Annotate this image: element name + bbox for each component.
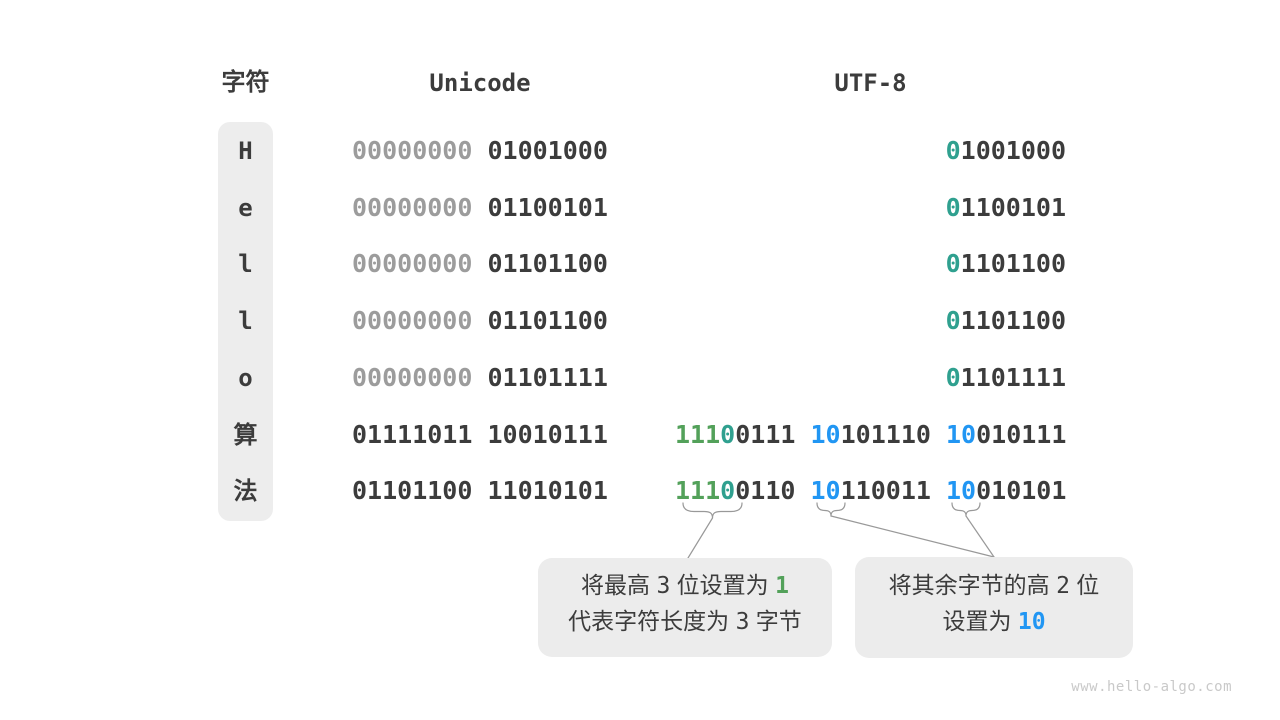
text-segment: 101110: [840, 419, 931, 449]
text-segment: 01101100 11010101: [352, 476, 608, 506]
text-segment: 01111011 10010111: [352, 419, 608, 449]
text-segment: 00000000: [352, 249, 473, 279]
text-segment: 0: [720, 419, 736, 449]
text-segment: 110011: [840, 476, 931, 506]
unicode-cell: 00000000 01101111: [352, 362, 608, 392]
text-segment: 111: [675, 419, 721, 449]
text-segment: 10: [810, 476, 841, 506]
text-segment: 位设置为: [670, 572, 776, 598]
text-segment: 位: [1069, 572, 1100, 598]
utf8-cell: 01100101: [675, 192, 1066, 222]
text-segment: 设置为: [942, 608, 1018, 634]
text-segment: 0: [945, 136, 961, 165]
text-segment: 0: [945, 362, 961, 392]
utf8-cell: 01001000: [675, 137, 1066, 165]
text-segment: 代表字符长度为: [568, 608, 736, 634]
text-segment: 0111: [735, 419, 796, 449]
utf8-cell: 01101100: [675, 307, 1066, 335]
char-cell: H: [238, 137, 253, 165]
char-cell: 法: [233, 477, 258, 506]
char-cell: o: [238, 363, 253, 392]
text-segment: 10: [945, 476, 977, 506]
text-segment: 1101100: [960, 249, 1066, 279]
leader-line-byte2: [830, 515, 995, 558]
text-segment: 3: [735, 609, 750, 635]
text-segment: 字节: [749, 608, 802, 634]
text-segment: 将最高: [581, 572, 657, 598]
text-segment: 10: [1017, 609, 1046, 635]
text-segment: 2: [1056, 573, 1070, 599]
watermark: www.hello-algo.com: [1071, 679, 1232, 695]
text-segment: 010101: [976, 476, 1067, 506]
text-segment: 010111: [976, 419, 1067, 449]
text-segment: 00000000: [352, 362, 473, 392]
text-segment: 0: [720, 476, 736, 506]
leader-line-high-bits: [687, 517, 714, 559]
text-segment: 00000000: [352, 192, 473, 222]
unicode-cell: 00000000 01101100: [352, 250, 608, 278]
text-segment: 111: [675, 476, 721, 506]
text-segment: 10: [945, 419, 977, 449]
char-cell: l: [238, 250, 253, 279]
text-segment: 将其余字节的高: [888, 572, 1057, 598]
text-segment: 0110: [735, 476, 796, 506]
utf8-cell: 11100110 10110011 10010101: [675, 477, 1066, 505]
unicode-cell: 00000000 01001000: [352, 137, 608, 165]
text-segment: 10: [810, 419, 841, 449]
text-segment: 01101100: [472, 306, 608, 336]
callout-line: 代表字符长度为 3 字节: [538, 603, 832, 639]
leader-line-byte3: [965, 515, 995, 558]
text-segment: 3: [656, 573, 671, 599]
text-segment: 1101111: [960, 362, 1066, 392]
callout-line: 将最高 3 位设置为 1: [538, 567, 832, 603]
text-segment: 01001000: [472, 136, 608, 165]
utf8-cell: 01101111: [675, 362, 1066, 392]
callout-line: 设置为 10: [855, 603, 1133, 639]
column-header-char: 字符: [221, 69, 270, 96]
text-segment: 1: [775, 573, 789, 599]
char-cell: l: [238, 307, 253, 336]
utf8-cell: 01101100: [675, 250, 1066, 278]
text-segment: 1100101: [960, 192, 1066, 222]
callout-continuation-bits: 将其余字节的高 2 位设置为 10: [855, 557, 1133, 658]
text-segment: 01101111: [472, 362, 608, 392]
text-segment: 0: [945, 249, 961, 279]
brace-high-bits: [682, 502, 743, 519]
text-segment: 01100101: [472, 192, 608, 222]
unicode-cell: 00000000 01101100: [352, 307, 608, 335]
unicode-cell: 01111011 10010111: [352, 419, 608, 449]
column-header-utf8: UTF-8: [834, 69, 907, 97]
char-cell: 算: [233, 420, 258, 449]
text-segment: 01101100: [472, 249, 608, 279]
utf8-cell: 11100111 10101110 10010111: [675, 419, 1067, 449]
column-header-unicode: Unicode: [429, 69, 531, 97]
text-segment: 1001000: [960, 136, 1066, 165]
char-cell: e: [238, 193, 253, 222]
text-segment: 1101100: [960, 306, 1066, 336]
character-column-background: [218, 122, 273, 521]
callout-line: 将其余字节的高 2 位: [855, 567, 1133, 603]
text-segment: 0: [945, 192, 961, 222]
unicode-cell: 01101100 11010101: [352, 477, 608, 505]
unicode-cell: 00000000 01100101: [352, 192, 608, 222]
text-segment: 0: [945, 306, 961, 336]
text-segment: 00000000: [352, 306, 473, 336]
text-segment: 00000000: [352, 136, 473, 165]
